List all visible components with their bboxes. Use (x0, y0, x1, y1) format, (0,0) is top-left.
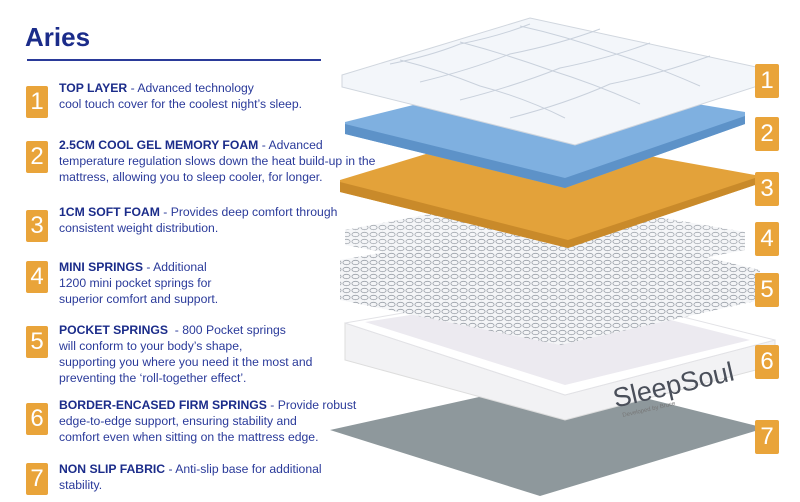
layer-desc: - Anti-slip base for additional (165, 462, 322, 476)
layer-desc: - Provides deep comfort through (159, 205, 338, 219)
layer-heading: 2.5CM COOL GEL MEMORY FOAM (59, 138, 259, 152)
layer-item-1: 1 TOP LAYER - Advanced technology cool to… (26, 80, 302, 118)
layer-heading: POCKET SPRINGS (59, 323, 169, 337)
diagram-badge-3: 3 (755, 172, 779, 206)
layer-desc: will conform to your body’s shape, (59, 339, 243, 353)
layer-number-badge: 4 (26, 261, 48, 293)
layer-desc: superior comfort and support. (59, 292, 219, 306)
layer-desc: - Advanced (258, 138, 323, 152)
diagram-badge-6: 6 (755, 345, 779, 379)
diagram-badge-5: 5 (755, 273, 779, 307)
layer-desc: consistent weight distribution. (59, 221, 219, 235)
title-divider (27, 59, 321, 61)
layer-item-6: 6 BORDER-ENCASED FIRM SPRINGS - Provide … (26, 397, 356, 445)
layer-desc: supporting you where you need it the mos… (59, 355, 313, 369)
layer-desc: cool touch cover for the coolest night’s… (59, 97, 302, 111)
non-slip-fabric-layer (330, 378, 765, 496)
diagram-badge-1: 1 (755, 64, 779, 98)
layer-desc: 1200 mini pocket springs for (59, 276, 212, 290)
layer-item-4: 4 MINI SPRINGS - Additional 1200 mini poc… (26, 259, 218, 307)
layer-item-3: 3 1CM SOFT FOAM - Provides deep comfort … (26, 204, 337, 242)
layer-item-2: 2 2.5CM COOL GEL MEMORY FOAM - Advanced t… (26, 137, 375, 185)
layer-number-badge: 3 (26, 210, 48, 242)
layer-desc: temperature regulation slows down the he… (59, 154, 376, 168)
layer-desc: preventing the ‘roll-together effect’. (59, 371, 247, 385)
layer-desc: - Additional (142, 260, 207, 274)
layer-desc: - Advanced technology (127, 81, 254, 95)
layer-heading: MINI SPRINGS (59, 260, 143, 274)
layer-number-badge: 5 (26, 326, 48, 358)
layer-heading: BORDER-ENCASED FIRM SPRINGS (59, 398, 267, 412)
layer-number-badge: 2 (26, 141, 48, 173)
layer-desc: mattress, allowing you to sleep cooler, … (59, 170, 323, 184)
layer-heading: NON SLIP FABRIC (59, 462, 166, 476)
layer-item-7: 7 NON SLIP FABRIC - Anti-slip base for a… (26, 461, 322, 495)
layer-heading: 1CM SOFT FOAM (59, 205, 160, 219)
layer-number-badge: 1 (26, 86, 48, 118)
layer-desc: stability. (59, 478, 103, 492)
diagram-badge-4: 4 (755, 222, 779, 256)
layer-number-badge: 6 (26, 403, 48, 435)
page-title: Aries (25, 22, 91, 52)
layer-desc: - 800 Pocket springs (168, 323, 286, 337)
layer-item-5: 5 POCKET SPRINGS - 800 Pocket springs wil… (26, 322, 312, 386)
diagram-badge-2: 2 (755, 117, 779, 151)
layer-desc: edge-to-edge support, ensuring stability… (59, 414, 297, 428)
layer-desc: comfort even when sitting on the mattres… (59, 430, 319, 444)
layer-desc: - Provide robust (266, 398, 357, 412)
layer-number-badge: 7 (26, 463, 48, 495)
layer-heading: TOP LAYER (59, 81, 128, 95)
diagram-badge-7: 7 (755, 420, 779, 454)
